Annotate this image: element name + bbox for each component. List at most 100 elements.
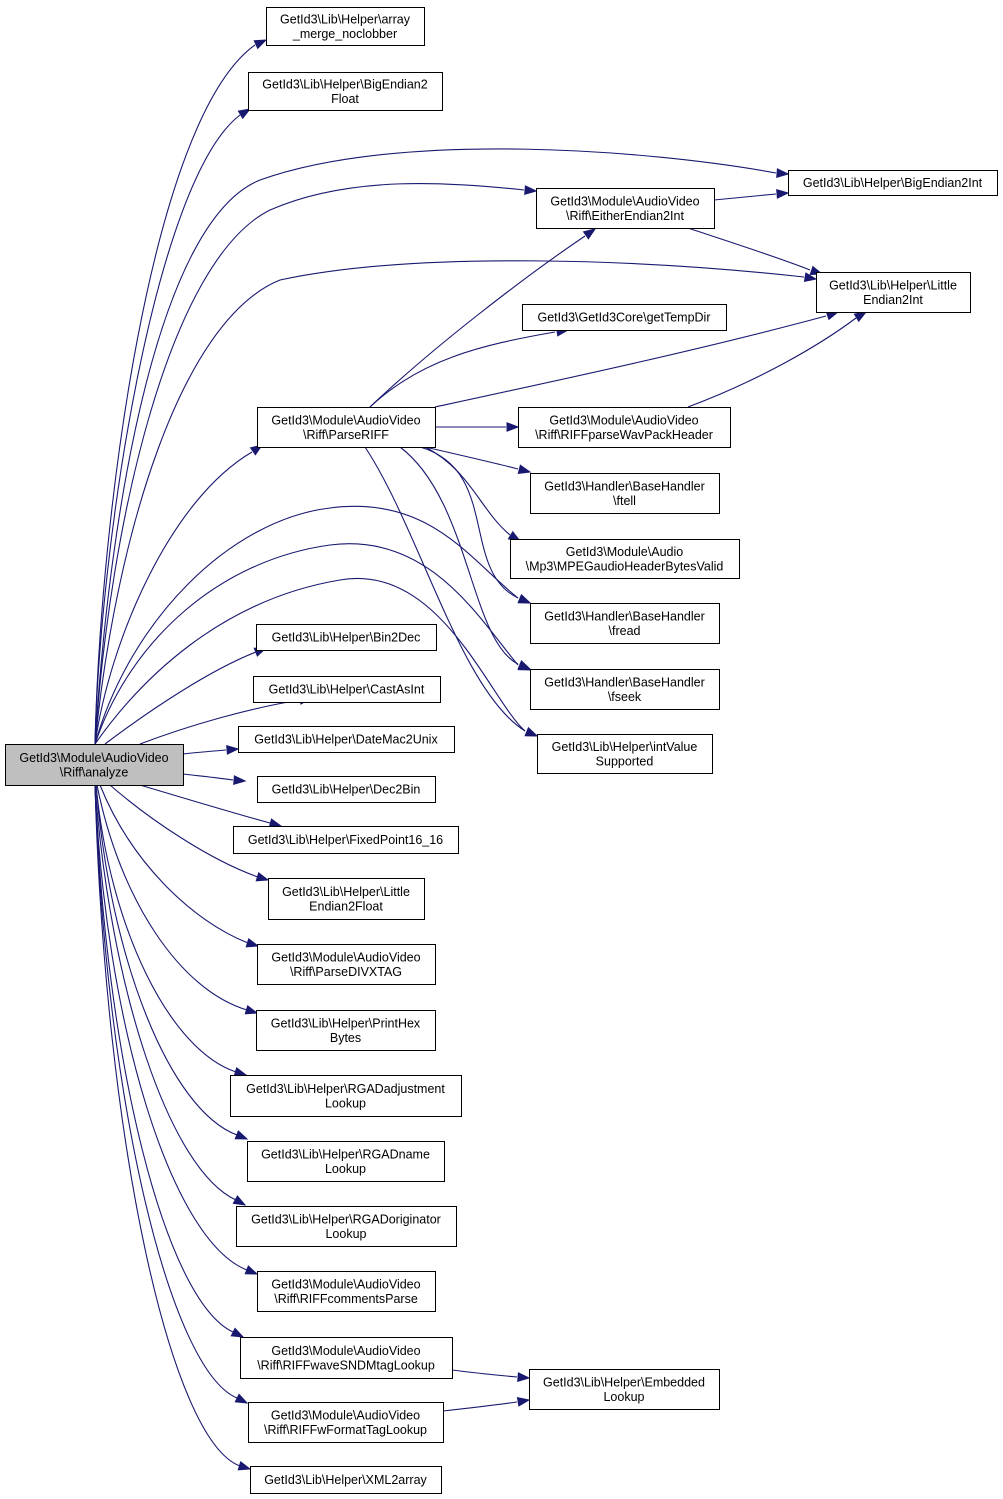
node-box — [266, 7, 425, 46]
node-box — [816, 272, 971, 313]
node-label-line: GetId3\Lib\Helper\PrintHex — [271, 1016, 421, 1030]
node-label-line: Bytes — [330, 1031, 361, 1045]
node-label-line: \Riff\RIFFparseWavPackHeader — [535, 428, 713, 442]
node-fread[interactable]: GetId3\Handler\BaseHandler\fread — [530, 603, 720, 644]
edge-arrowhead — [776, 189, 790, 199]
node-box — [530, 669, 720, 710]
node-either[interactable]: GetId3\Module\AudioVideo\Riff\EitherEndi… — [536, 188, 715, 229]
node-ftell[interactable]: GetId3\Handler\BaseHandler\ftell — [530, 473, 720, 514]
node-label-line: \Riff\EitherEndian2Int — [566, 209, 684, 223]
node-label-line: Lookup — [603, 1390, 644, 1404]
edge-line — [94, 784, 238, 1399]
node-label-line: \ftell — [613, 494, 636, 508]
edges-layer — [94, 39, 868, 1471]
edge-line — [94, 260, 805, 745]
node-box — [518, 407, 731, 448]
edge-line — [96, 784, 248, 1011]
node-label-line: Endian2Float — [309, 899, 383, 913]
edge-arrowhead — [268, 818, 283, 828]
node-label-line: \fseek — [608, 690, 642, 704]
node-dec2bin[interactable]: GetId3\Lib\Helper\Dec2Bin — [257, 776, 436, 803]
node-divx[interactable]: GetId3\Module\AudioVideo\Riff\ParseDIVXT… — [257, 944, 436, 985]
node-box — [522, 304, 727, 331]
node-castasint[interactable]: GetId3\Lib\Helper\CastAsInt — [253, 676, 441, 703]
edge-wformat-to-embedded — [442, 1397, 531, 1412]
edge-either-to-le2int — [687, 227, 824, 276]
edge-arrowhead — [237, 108, 252, 120]
edge-arrowhead — [853, 311, 868, 323]
node-parseriff[interactable]: GetId3\Module\AudioVideo\Riff\ParseRIFF — [257, 407, 436, 448]
node-box — [530, 473, 720, 514]
node-box — [537, 734, 713, 774]
node-label-line: GetId3\Handler\BaseHandler — [544, 609, 705, 623]
node-fseek[interactable]: GetId3\Handler\BaseHandler\fseek — [530, 669, 720, 710]
node-bin2dec[interactable]: GetId3\Lib\Helper\Bin2Dec — [256, 624, 437, 651]
node-arraymerge[interactable]: GetId3\Lib\Helper\array_merge_noclobber — [266, 7, 425, 46]
node-analyze[interactable]: GetId3\Module\AudioVideo\Riff\analyze — [5, 744, 184, 786]
node-label-line: Lookup — [325, 1227, 366, 1241]
node-label-line: GetId3\GetId3Core\getTempDir — [538, 311, 711, 325]
edge-analyze-to-arraymerge — [94, 39, 268, 745]
edge-arrowhead — [516, 1397, 531, 1407]
node-label-line: \fread — [609, 624, 641, 638]
edge-parseriff-to-intvalue — [364, 446, 539, 737]
edge-analyze-to-datemac — [182, 745, 240, 755]
node-box — [257, 944, 436, 985]
node-fixedpoint[interactable]: GetId3\Lib\Helper\FixedPoint16_16 — [233, 826, 459, 854]
node-box — [240, 1337, 453, 1379]
edge-line — [94, 784, 248, 1271]
node-label-line: _merge_noclobber — [292, 27, 397, 41]
node-wavpack[interactable]: GetId3\Module\AudioVideo\Riff\RIFFparseW… — [518, 407, 731, 448]
node-label-line: \Riff\ParseRIFF — [303, 428, 389, 442]
edge-line — [687, 317, 857, 408]
node-label-line: \Riff\analyze — [60, 765, 129, 779]
edge-arrowhead — [233, 775, 247, 785]
node-label-line: GetId3\Lib\Helper\BigEndian2 — [262, 77, 427, 91]
edge-analyze-to-be2int — [94, 148, 790, 745]
node-be2int[interactable]: GetId3\Lib\Helper\BigEndian2Int — [788, 170, 998, 196]
edge-sndm-to-embedded — [451, 1369, 531, 1382]
node-label-line: \Riff\RIFFwFormatTagLookup — [264, 1423, 427, 1437]
edge-line — [94, 784, 241, 1467]
node-sndm[interactable]: GetId3\Module\AudioVideo\Riff\RIFFwaveSN… — [240, 1337, 453, 1379]
node-label-line: \Mp3\MPEGaudioHeaderBytesValid — [526, 559, 724, 573]
edge-analyze-to-xml2array — [94, 784, 252, 1471]
edge-analyze-to-fixedpoint — [139, 784, 283, 828]
node-label-line: Lookup — [325, 1096, 366, 1110]
node-xml2array[interactable]: GetId3\Lib\Helper\XML2array — [250, 1466, 442, 1494]
node-box — [248, 1402, 444, 1443]
node-label-line: GetId3\Lib\Helper\Little — [829, 278, 957, 292]
node-label-line: \Riff\ParseDIVXTAG — [290, 965, 402, 979]
node-wformat[interactable]: GetId3\Module\AudioVideo\Riff\RIFFwForma… — [248, 1402, 444, 1443]
node-label-line: GetId3\Module\AudioVideo — [271, 1344, 420, 1358]
edge-line — [94, 44, 256, 745]
node-mpeg[interactable]: GetId3\Module\Audio\Mp3\MPEGaudioHeaderB… — [510, 539, 740, 579]
edge-line — [399, 446, 519, 665]
edge-line — [713, 193, 777, 201]
edge-line — [95, 784, 238, 1136]
node-datemac[interactable]: GetId3\Lib\Helper\DateMac2Unix — [238, 726, 455, 753]
node-box — [238, 726, 455, 753]
node-tempdir[interactable]: GetId3\GetId3Core\getTempDir — [522, 304, 727, 331]
edge-arrowhead — [582, 228, 597, 240]
edge-line — [424, 446, 511, 536]
edge-line — [94, 505, 519, 745]
node-label-line: Supported — [596, 754, 654, 768]
edge-arrowhead — [245, 937, 260, 948]
edge-line — [94, 114, 241, 745]
node-box — [257, 1271, 436, 1312]
node-comments[interactable]: GetId3\Module\AudioVideo\Riff\RIFFcommen… — [257, 1271, 436, 1312]
edge-parseriff-to-fread — [419, 446, 532, 604]
node-label-line: GetId3\Module\AudioVideo — [550, 194, 699, 208]
node-box — [510, 539, 740, 579]
